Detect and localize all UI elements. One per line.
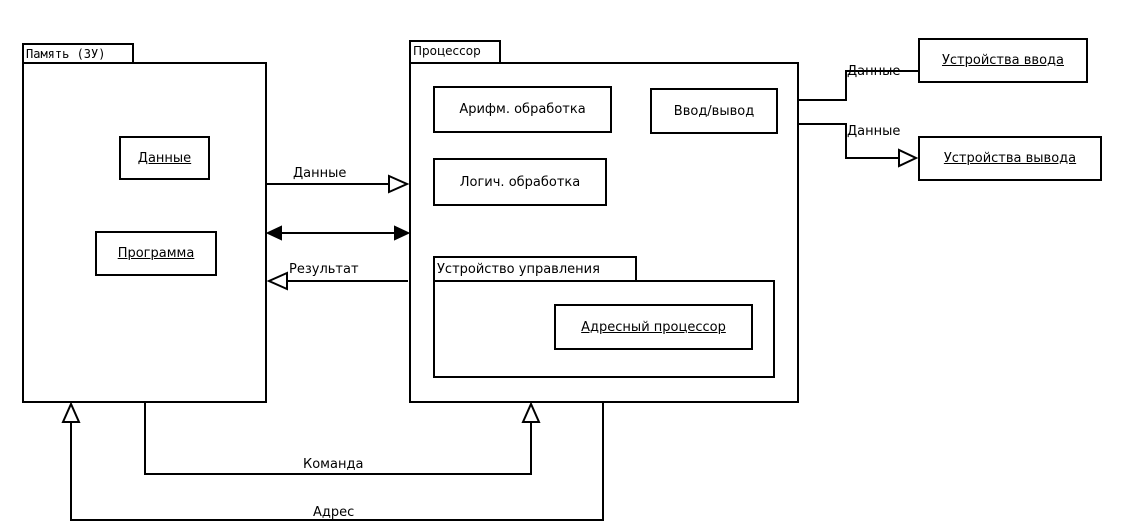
- output-devices-label: Устройства вывода: [943, 151, 1077, 166]
- address-wire: [70, 403, 604, 521]
- memory-title: Память (ЗУ): [26, 47, 106, 61]
- result-arrowhead: [266, 271, 288, 291]
- data-arrowhead: [388, 174, 410, 194]
- output-arrowhead: [898, 148, 919, 168]
- address-arrowhead: [61, 401, 81, 423]
- command-connection-label: Команда: [303, 457, 364, 472]
- input-data-label: Данные: [847, 64, 901, 79]
- memory-program-box: Программа: [95, 231, 217, 276]
- address-processor-label: Адресный процессор: [581, 319, 726, 335]
- control-unit-title-tab: Устройство управления: [433, 256, 637, 282]
- input-devices-box: Устройства ввода: [918, 38, 1088, 83]
- io-label: Ввод/вывод: [673, 103, 755, 119]
- bidirectional-left-arrowhead: [265, 225, 282, 241]
- command-arrowhead: [521, 401, 541, 423]
- input-wire: [795, 70, 918, 101]
- memory-data-label: Данные: [137, 150, 192, 166]
- arith-processing-box: Арифм. обработка: [433, 86, 612, 133]
- logic-processing-label: Логич. обработка: [459, 174, 581, 190]
- input-devices-label: Устройства ввода: [941, 53, 1064, 68]
- address-processor-box: Адресный процессор: [554, 304, 753, 350]
- control-unit-title: Устройство управления: [437, 262, 600, 277]
- result-connection-label: Результат: [289, 262, 359, 277]
- memory-program-label: Программа: [117, 246, 195, 261]
- output-wire: [777, 123, 899, 159]
- command-wire: [144, 403, 532, 475]
- io-box: Ввод/вывод: [650, 88, 778, 134]
- arith-processing-label: Арифм. обработка: [459, 102, 586, 117]
- output-devices-box: Устройства вывода: [918, 136, 1102, 181]
- processor-title: Процессор: [413, 44, 481, 58]
- output-data-label: Данные: [847, 124, 901, 139]
- address-connection-label: Адрес: [313, 505, 355, 520]
- bidirectional-right-arrowhead: [394, 225, 411, 241]
- logic-processing-box: Логич. обработка: [433, 158, 607, 206]
- memory-title-tab: Память (ЗУ): [22, 43, 134, 64]
- data-connection-label: Данные: [293, 166, 347, 181]
- processor-title-tab: Процессор: [409, 40, 501, 64]
- memory-data-box: Данные: [119, 136, 210, 180]
